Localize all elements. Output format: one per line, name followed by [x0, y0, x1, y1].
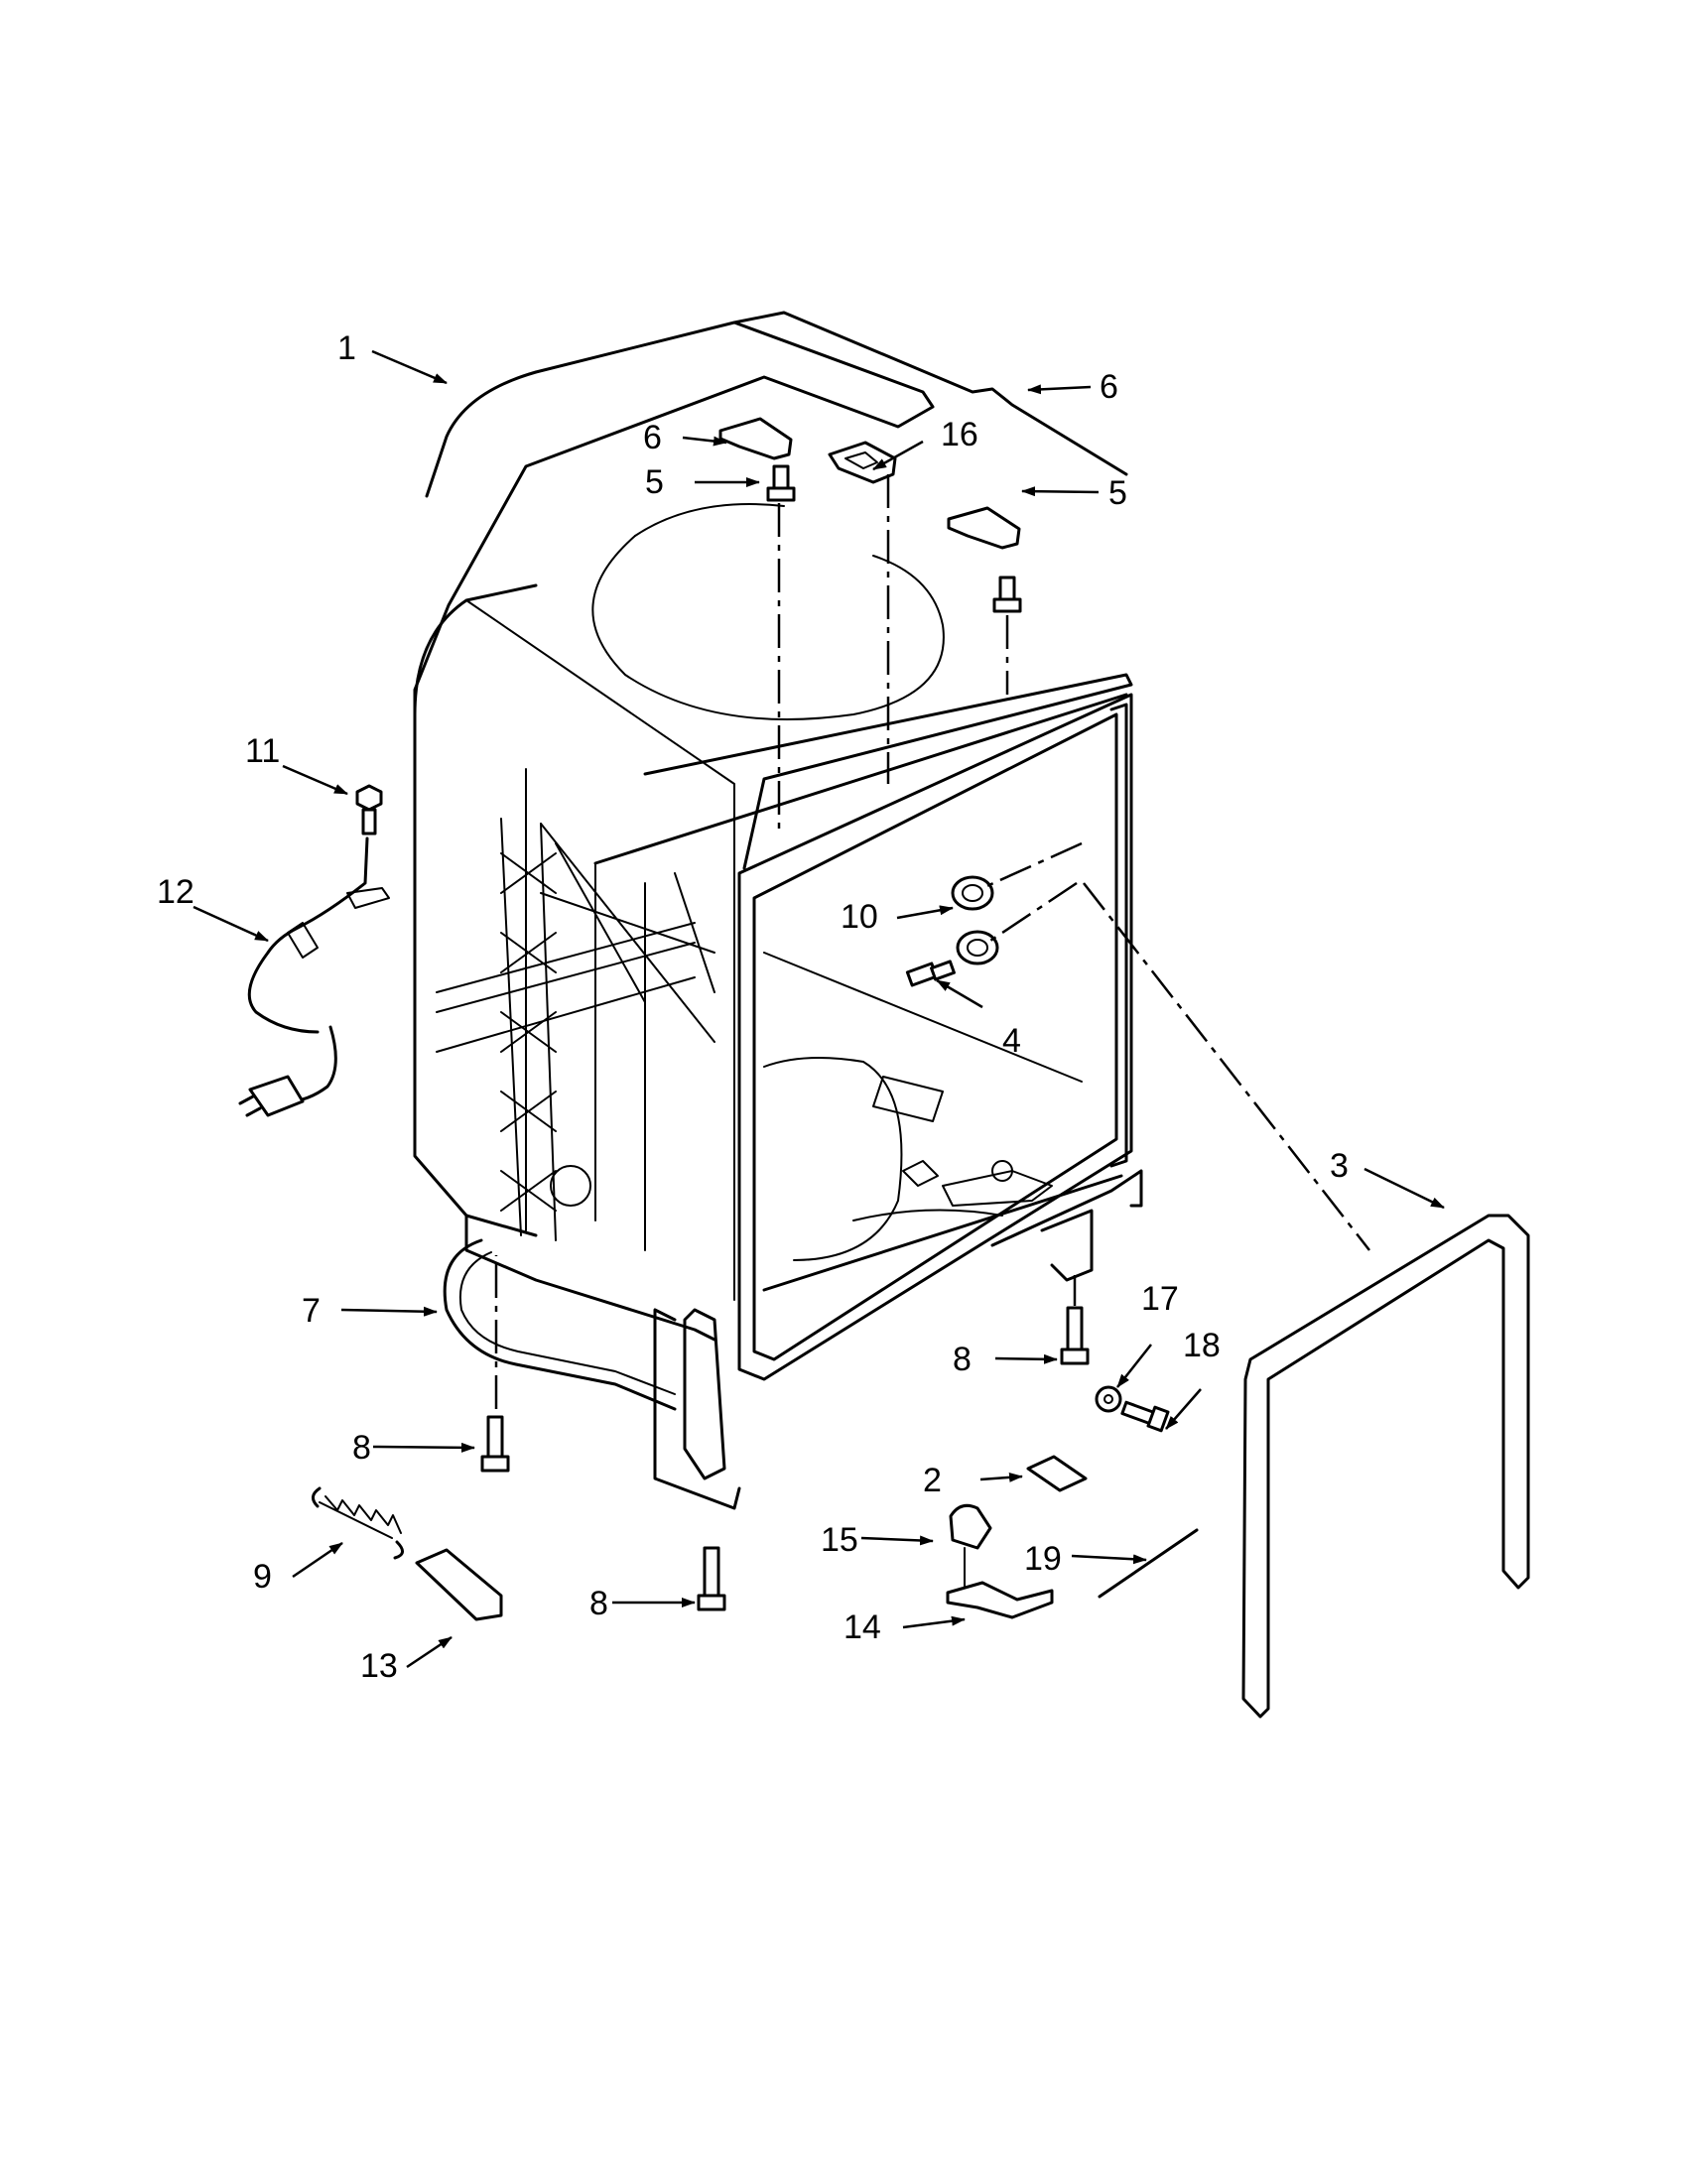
callout-3: 3	[1330, 1147, 1349, 1185]
leveling-leg-front	[697, 1546, 726, 1611]
callout-19: 19	[1024, 1540, 1062, 1578]
callout-7: 7	[302, 1292, 321, 1330]
side-rack-lattice	[436, 818, 715, 1241]
callout-12: 12	[157, 873, 195, 911]
power-cord	[238, 836, 390, 1117]
hinge-bracket-right	[947, 506, 1021, 550]
door-spring	[312, 1486, 404, 1560]
leveling-leg-left	[480, 1415, 510, 1473]
callout-5-left: 5	[645, 463, 664, 501]
callout-8-left: 8	[352, 1429, 371, 1467]
screw-top-right	[992, 576, 1022, 613]
alignment-lines	[494, 474, 1370, 1409]
leader-arrows	[193, 349, 1445, 1669]
callout-10: 10	[841, 898, 878, 936]
callout-18: 18	[1183, 1327, 1221, 1364]
callout-6-left: 6	[643, 419, 662, 456]
callout-15: 15	[821, 1521, 858, 1559]
callout-13: 13	[360, 1647, 398, 1685]
wire-grommets	[951, 875, 999, 965]
callout-4: 4	[1002, 1022, 1021, 1060]
thermostat-15	[949, 1503, 992, 1550]
callout-labels: 1 2 3 4 5 5 6 6 7 8 8 8 9 10 11 12 13 14…	[157, 329, 1349, 1685]
callout-11: 11	[245, 732, 280, 770]
small-bracket	[1026, 1455, 1088, 1492]
callout-16: 16	[941, 416, 978, 453]
screw-11	[355, 784, 383, 835]
drain-hose	[443, 1238, 677, 1411]
bracket-14	[946, 1581, 1054, 1619]
hinge-bracket-left	[718, 417, 793, 460]
foam-pad	[415, 1548, 503, 1621]
callout-8-front: 8	[589, 1585, 608, 1622]
screw-top-left	[766, 464, 796, 502]
callout-8-right: 8	[953, 1341, 972, 1378]
callout-2: 2	[923, 1462, 942, 1499]
door-gasket	[1241, 1214, 1530, 1719]
callout-1: 1	[337, 329, 356, 367]
callout-9: 9	[253, 1558, 272, 1596]
callout-14: 14	[844, 1608, 881, 1646]
callout-6-right: 6	[1100, 368, 1118, 406]
screw-front-4	[905, 960, 956, 987]
callout-5-right: 5	[1108, 474, 1127, 512]
washer-17	[1095, 1385, 1122, 1413]
bolt-18	[1120, 1400, 1170, 1433]
leveling-leg-right	[1060, 1306, 1090, 1365]
tub-assembly	[413, 311, 1143, 1510]
callout-17: 17	[1141, 1280, 1179, 1318]
top-clip	[828, 441, 897, 484]
wire-strip-19	[1098, 1528, 1199, 1599]
